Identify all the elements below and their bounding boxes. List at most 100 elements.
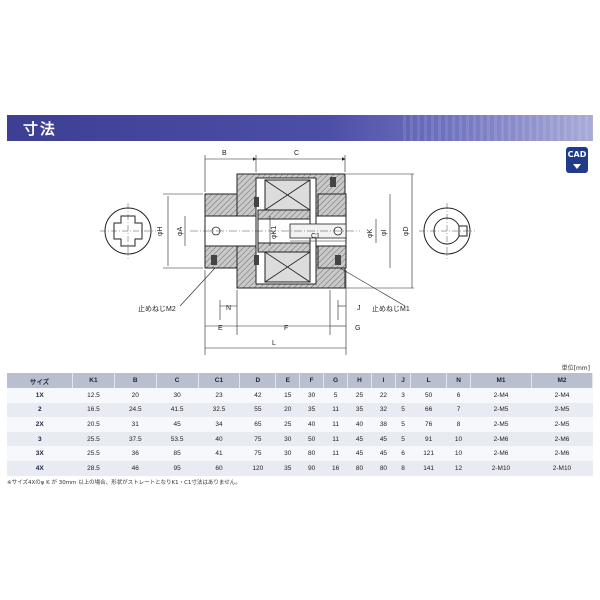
- table-cell: 76: [410, 417, 447, 432]
- dim-phi-h: φH: [157, 226, 164, 236]
- table-cell: 2-M4: [470, 388, 532, 403]
- table-cell: 41.5: [156, 402, 199, 418]
- table-cell: 12: [446, 460, 471, 476]
- table-cell: 90: [299, 460, 324, 476]
- table-cell: 15: [275, 388, 300, 403]
- table-cell: 31: [114, 417, 157, 432]
- table-cell: 2-M5: [531, 402, 593, 418]
- table-cell: 16.5: [72, 402, 115, 418]
- table-cell: 2-M5: [531, 417, 593, 432]
- size-cell: 1X: [7, 388, 73, 403]
- table-cell: 2-M10: [531, 460, 593, 476]
- column-header: C1: [198, 373, 241, 388]
- table-cell: 85: [156, 446, 199, 461]
- table-cell: 55: [239, 402, 276, 418]
- table-cell: 45: [371, 431, 396, 447]
- dim-phi-k: φK: [367, 228, 374, 238]
- table-cell: 5: [323, 388, 348, 403]
- column-header: C: [156, 373, 199, 388]
- table-cell: 2-M4: [531, 388, 593, 403]
- table-cell: 35: [347, 402, 372, 418]
- size-cell: 3X: [7, 446, 73, 461]
- table-cell: 5: [395, 431, 411, 447]
- dimension-lines: [163, 155, 414, 355]
- column-header: F: [299, 373, 325, 388]
- table-cell: 23: [198, 388, 240, 403]
- table-cell: 8: [446, 417, 471, 432]
- size-cell: 2X: [7, 417, 73, 432]
- table-cell: 120: [239, 460, 276, 476]
- table-cell: 30: [275, 431, 300, 447]
- table-cell: 50: [410, 388, 447, 403]
- table-cell: 20: [114, 388, 157, 403]
- column-header: N: [446, 373, 471, 388]
- table-cell: 2-M6: [531, 431, 593, 447]
- table-cell: 2-M5: [470, 417, 532, 432]
- dim-c1: C1: [311, 233, 320, 240]
- table-cell: 36: [114, 446, 157, 461]
- table-cell: 41: [198, 446, 240, 461]
- table-cell: 66: [410, 402, 447, 418]
- table-cell: 2-M6: [531, 446, 593, 461]
- table-cell: 32: [371, 402, 396, 418]
- table-cell: 25.5: [72, 446, 115, 461]
- table-cell: 65: [239, 417, 276, 432]
- dim-phi-d: φD: [403, 226, 410, 236]
- column-header: I: [371, 373, 396, 388]
- table-cell: 80: [371, 460, 396, 476]
- unit-label: 単位[mm]: [561, 365, 590, 372]
- table-cell: 20.5: [72, 417, 115, 432]
- table-cell: 25.5: [72, 431, 115, 447]
- column-header: M1: [470, 373, 532, 388]
- table-cell: 11: [323, 417, 348, 432]
- download-arrow-icon: [573, 164, 581, 169]
- table-cell: 60: [198, 460, 240, 476]
- dimension-texts: B C φH φA φK1 C1 φK φI φD 止めねじM2 止めねじM1 …: [138, 150, 410, 347]
- column-header: D: [239, 373, 277, 388]
- table-cell: 40: [299, 417, 324, 432]
- table-cell: 35: [299, 402, 324, 418]
- dim-n: N: [226, 305, 231, 312]
- table-cell: 42: [239, 388, 276, 403]
- table-cell: 30: [275, 446, 300, 461]
- table-cell: 91: [410, 431, 447, 447]
- dim-f: F: [284, 325, 288, 332]
- table-cell: 22: [371, 388, 396, 403]
- table-cell: 6: [446, 388, 471, 403]
- table-cell: 25: [275, 417, 300, 432]
- table-cell: 37.5: [114, 431, 157, 447]
- column-header: L: [410, 373, 448, 388]
- table-cell: 16: [323, 460, 348, 476]
- column-header: B: [114, 373, 157, 388]
- table-cell: 80: [347, 460, 372, 476]
- table-cell: 6: [395, 446, 411, 461]
- table-cell: 32.5: [198, 402, 240, 418]
- size-cell: 4X: [7, 460, 73, 476]
- coupling-section: [190, 173, 360, 289]
- table-cell: 28.5: [72, 460, 115, 476]
- table-cell: 75: [239, 446, 276, 461]
- table-cell: 2-M5: [470, 402, 532, 418]
- table-cell: 11: [323, 431, 348, 447]
- table-cell: 46: [114, 460, 157, 476]
- cad-download-icon[interactable]: CAD: [566, 147, 588, 173]
- column-header: E: [275, 373, 301, 388]
- left-end-view: [100, 203, 156, 259]
- table-cell: 8: [395, 460, 411, 476]
- table-cell: 30: [299, 388, 324, 403]
- dim-l: L: [272, 340, 276, 347]
- table-cell: 12.5: [72, 388, 115, 403]
- column-header: G: [323, 373, 349, 388]
- table-cell: 10: [446, 446, 471, 461]
- dim-g: G: [355, 325, 360, 332]
- table-cell: 53.5: [156, 431, 199, 447]
- table-cell: 11: [323, 446, 348, 461]
- table-cell: 95: [156, 460, 199, 476]
- table-cell: 5: [395, 402, 411, 418]
- table-cell: 121: [410, 446, 447, 461]
- cad-icon-label: CAD: [567, 150, 587, 159]
